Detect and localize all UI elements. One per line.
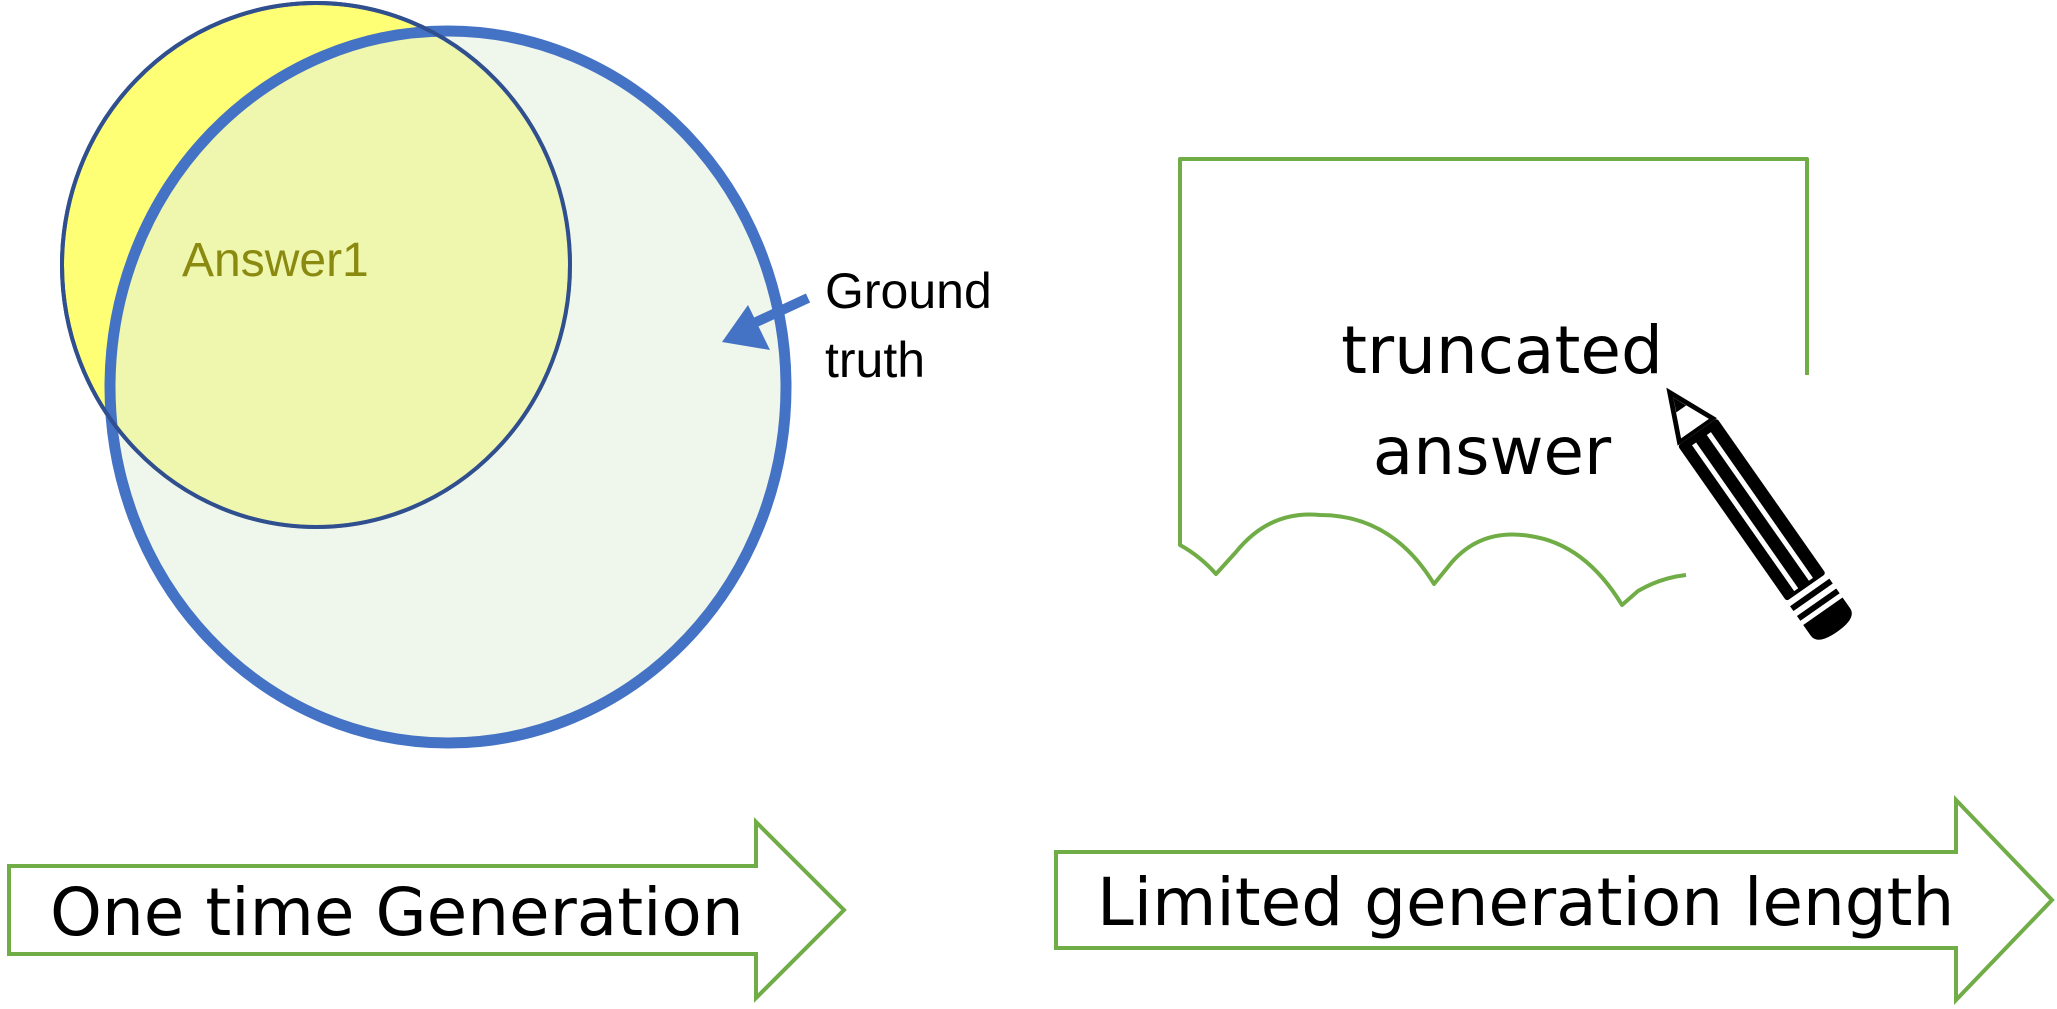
answer-vs-ground-truth-figure: Answer1 Ground truth: [60, 1, 992, 749]
limited-generation-length-arrow: Limited generation length: [1054, 795, 2055, 1005]
ground-truth-circle: [104, 25, 792, 749]
truncated-text-line1: truncated: [1341, 312, 1663, 389]
limited-generation-length-label: Limited generation length: [1097, 864, 1954, 941]
answer1-circle-outline: [60, 1, 572, 529]
truncated-text-line2: answer: [1373, 413, 1612, 490]
document-outline: [1178, 157, 1809, 607]
one-time-generation-arrow: One time Generation: [7, 817, 847, 1003]
pencil-icon: [1666, 387, 1852, 640]
ground-truth-pointer-arrow: [722, 293, 811, 350]
ground-truth-label-line1: Ground: [825, 263, 992, 319]
truncated-answer-document: truncated answer: [1178, 157, 1809, 607]
one-time-generation-label: One time Generation: [50, 874, 744, 951]
ground-truth-label-line2: truth: [825, 332, 925, 388]
answer1-label: Answer1: [182, 234, 369, 287]
